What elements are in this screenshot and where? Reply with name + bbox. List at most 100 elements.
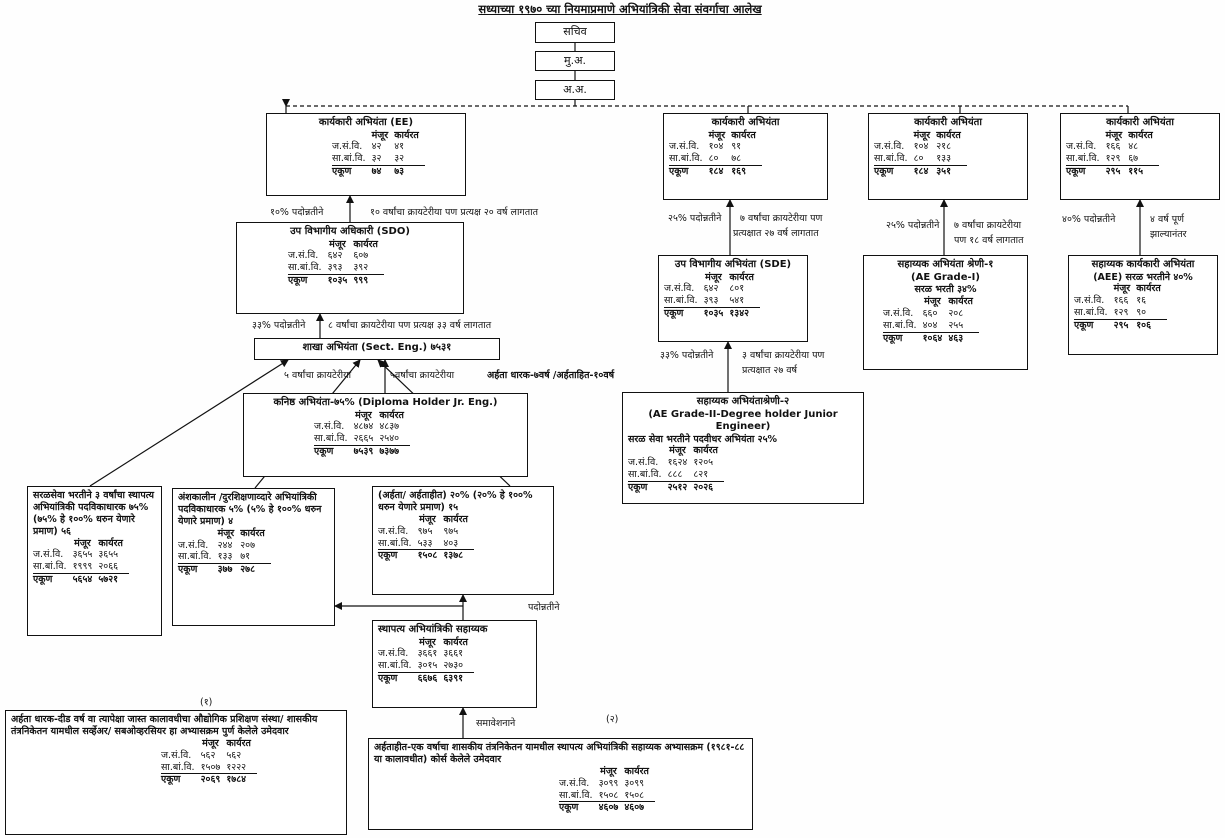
node-qualified-20: (अर्हता/ अर्हताहीत) २०% (२०% हे १००% धरु…	[372, 486, 554, 595]
node-direct-diploma: सरळसेवा भरतीने ३ वर्षांचा स्थापत्य अभिया…	[27, 486, 162, 636]
cell: १२९	[1105, 153, 1129, 167]
cell: ३९३	[703, 295, 730, 309]
cell: ४०४	[922, 319, 949, 333]
cell: ११५	[1128, 166, 1144, 178]
col-working: कार्यरत	[693, 445, 718, 457]
cell: १३७८	[443, 550, 464, 562]
marker-label: (१)	[200, 697, 213, 708]
edge-label: ७ वर्षांचा क्रायटेरीया पण	[740, 213, 823, 224]
col-working: कार्यरत	[1128, 129, 1153, 141]
row-label: सा.बां.वि.	[874, 153, 914, 167]
cell: ३२	[394, 153, 425, 167]
node-subtitle: (AE Grade-II-Degree holder Junior Engine…	[648, 408, 838, 433]
node-unqualified: अर्हताहीत-एक वर्षाचा शासकीय तंत्रनिकेतन …	[368, 738, 753, 830]
cell: ३०९९	[624, 777, 645, 789]
node-sachiv: सचिव	[535, 22, 615, 43]
cell: १३४२	[729, 308, 750, 320]
node-aa: अ.अ.	[535, 80, 615, 100]
cell: ३२	[371, 153, 395, 167]
node-description: सरळसेवा भरतीने ३ वर्षांचा स्थापत्य अभिया…	[33, 490, 154, 537]
col-working: कार्यरत	[98, 537, 123, 549]
node-description: अर्हता धारक-दीड वर्ष वा त्यापेक्षा जास्त…	[11, 714, 318, 737]
cell: २१८	[936, 141, 952, 153]
row-label: ज.सं.वि.	[628, 457, 659, 469]
col-sanctioned: मंजूर	[1105, 129, 1123, 141]
cell: ७४	[371, 166, 382, 178]
cell: २४४	[217, 539, 233, 551]
col-sanctioned: मंजूर	[202, 737, 219, 749]
row-label: ज.सं.वि.	[161, 749, 192, 761]
node-description: (AEE) सरळ भरतीने ४०%	[1093, 271, 1193, 283]
cell: २९५	[1105, 166, 1121, 178]
row-label: एकूण	[628, 482, 648, 493]
node-subtitle: (AE Grade-I)	[911, 271, 980, 283]
cell: ८०	[913, 153, 937, 167]
node-mua: मु.अ.	[535, 51, 615, 71]
cell: २५१२	[667, 482, 688, 493]
col-working: कार्यरत	[240, 527, 265, 539]
node-part-time-diploma: अंशकालीन /दुरशिक्षणाव्दारे अभियांत्रिकी …	[172, 488, 335, 626]
cell: १६६	[1113, 295, 1129, 307]
row-label: एकूण	[559, 802, 579, 814]
node-title: कनिष्ठ अभियंता-७५% (Diploma Holder Jr. E…	[273, 397, 498, 408]
cell: ४८	[1128, 141, 1139, 153]
edge-label: अर्हता धारक-७वर्ष /अर्हताहित-१०वर्ष	[487, 370, 615, 381]
cell: ३७७	[217, 564, 233, 576]
cell: १८४	[913, 166, 929, 178]
cell: ५४१	[729, 295, 760, 309]
cell: २९५	[1113, 320, 1129, 331]
cell: ७८	[731, 153, 762, 167]
col-sanctioned: मंजूर	[913, 129, 931, 141]
col-sanctioned: मंजूर	[705, 271, 722, 283]
edge-label: ८ वर्षांचा क्रायटेरीया पण प्रत्यक्ष ३३ व…	[328, 320, 492, 331]
col-working: कार्यरत	[394, 129, 419, 141]
edge-label: झाल्यानंतर	[1150, 229, 1187, 240]
col-sanctioned: मंजूर	[1113, 283, 1131, 295]
col-sanctioned: मंजूर	[924, 295, 941, 307]
cell: ३०९९	[598, 777, 619, 789]
row-label: एकूण	[288, 275, 308, 287]
node-title: सहाय्यक कार्यकारी अभियंता	[1091, 259, 1195, 270]
cell: १६	[1136, 295, 1147, 307]
col-working: कार्यरत	[353, 238, 378, 250]
row-label: ज.सं.वि.	[664, 283, 695, 295]
cell: १०४	[913, 141, 929, 153]
row-label: सा.बां.वि.	[332, 153, 372, 167]
cell: ७५३९	[353, 446, 374, 458]
cell: ४६०७	[598, 802, 619, 814]
cell: ३९३	[327, 262, 354, 276]
cell: १०३५	[703, 308, 724, 320]
chart-title: सध्याच्या १९७० च्या नियमाप्रमाणे अभियांत…	[478, 2, 762, 16]
row-label: एकूण	[1066, 166, 1086, 178]
row-label: सा.बां.वि.	[314, 433, 354, 447]
cell: १३३	[936, 153, 967, 167]
edge-label: पण १८ वर्ष लागतात	[954, 235, 1024, 246]
node-title: उप विभागीय अधिकारी (SDO)	[290, 226, 410, 237]
row-label: एकूण	[378, 673, 398, 685]
row-label: ज.सं.वि.	[669, 141, 700, 153]
cell: १०६	[1136, 320, 1152, 331]
edge-label: ४ वर्ष पूर्ण	[1150, 214, 1185, 225]
cell: २५५	[948, 319, 979, 333]
cell: ३०१५	[417, 660, 444, 674]
cell: ७१	[240, 551, 271, 565]
row-label: एकूण	[1074, 320, 1094, 331]
node-title: कार्यकारी अभियंता	[1106, 117, 1174, 128]
col-sanctioned: मंजूर	[419, 636, 436, 648]
cell: १०३५	[327, 275, 348, 287]
row-label: सा.बां.वि.	[1066, 153, 1106, 167]
cell: ८०१	[729, 283, 745, 295]
cell: ५३३	[417, 537, 444, 551]
row-label: एकूण	[33, 574, 53, 586]
node-title: कार्यकारी अभियंता	[711, 117, 780, 128]
